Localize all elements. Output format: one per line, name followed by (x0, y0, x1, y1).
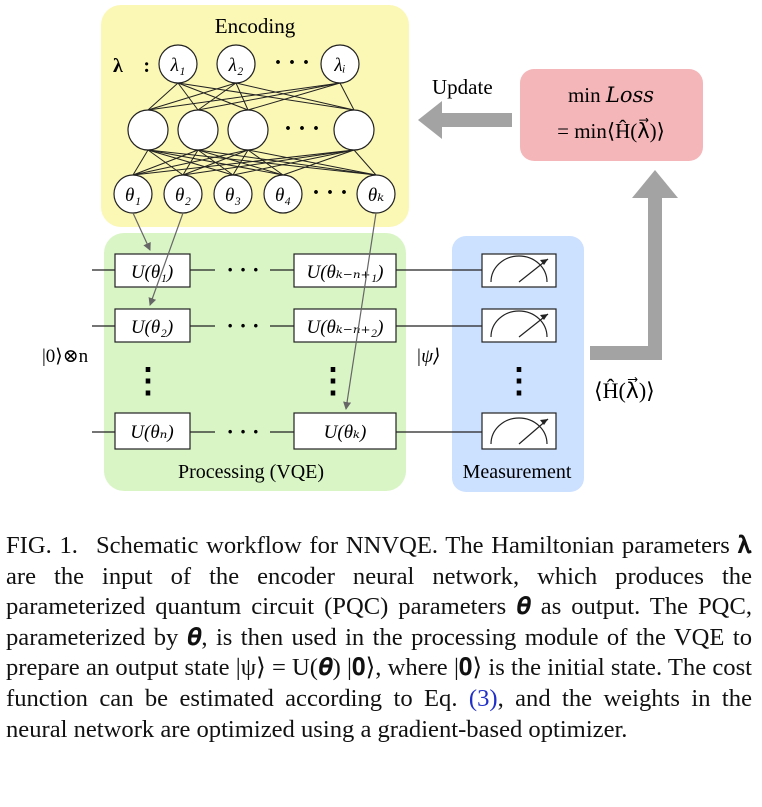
nn-hidden-layer: · · · (127, 109, 375, 151)
output-node-label: θ₁ (125, 185, 141, 206)
output-node-label: θ₄ (275, 185, 291, 206)
caption-text-end: , and the weights in the neural network … (6, 684, 752, 743)
output-node-label: θ₃ (225, 185, 241, 206)
vertical-dots: ⋮ (316, 363, 350, 400)
gate-box (293, 253, 397, 288)
nn-edge (147, 82, 237, 111)
gates-right: U(θₖ₋ₙ₊₁) U(θₖ₋ₙ₊₂) U(θₖ) (293, 253, 397, 450)
nn-edge (247, 82, 341, 111)
gate-box (293, 412, 397, 450)
meter-icon (481, 253, 557, 288)
nn-edge (353, 149, 377, 176)
encoding-title: Encoding (215, 14, 296, 38)
measurement-title: Measurement (463, 461, 572, 483)
initial-state-label: |0⟩⊗n (42, 346, 89, 367)
nn-edge (232, 149, 355, 176)
hidden-dots: · · · (284, 116, 320, 142)
gate-label: U(θ₂) (131, 317, 173, 338)
nn-output-layer: θ₁ θ₂ θ₃ θ₄ · · · θₖ (113, 174, 396, 214)
meter-icon (481, 308, 557, 343)
hidden-node (333, 109, 375, 151)
nn-edge (147, 82, 341, 111)
input-node (158, 44, 198, 84)
update-label: Update (432, 75, 493, 99)
nn-edge (177, 82, 355, 111)
caption-label: FIG. 1. (6, 532, 78, 559)
vertical-dots: ⋮ (131, 363, 165, 400)
nn-edge (197, 82, 237, 111)
nn-edge (132, 149, 149, 176)
nn-edge (132, 149, 355, 176)
caption-text: Schematic workflow for NNVQE. The Hamilt… (6, 532, 752, 712)
gate-label: U(θₖ₋ₙ₊₂) (306, 317, 383, 338)
nn-edge (339, 82, 355, 111)
equation-reference-link[interactable]: (3) (468, 684, 498, 712)
theta-to-gate-arrows (132, 212, 377, 410)
input-node (216, 44, 256, 84)
meter-icon (481, 412, 557, 450)
workflow-figure: Encoding λ⃗ : λ₁ λ₂ · · · λᵢ · · · θ₁ θ₂… (42, 5, 703, 492)
processing-title: Processing (VQE) (178, 461, 324, 483)
input-node-label: λᵢ (333, 55, 345, 76)
nn-edge (132, 149, 249, 176)
nn-edge (177, 82, 249, 111)
gate-box (293, 308, 397, 343)
loss-line-1: min 𝐿𝑜𝑠𝑠 (568, 83, 654, 107)
gate-label: U(θₖ₋ₙ₊₁) (306, 262, 383, 283)
measurement-meters (481, 253, 557, 450)
nn-input-layer: λ₁ λ₂ · · · λᵢ (158, 44, 360, 84)
loss-line-2: = min⟨Ĥ(λ⃗)⟩ (557, 118, 665, 143)
input-node (320, 44, 360, 84)
output-node (213, 174, 253, 214)
gate-box (114, 253, 191, 288)
workflow-diagram: Encoding λ⃗ : λ₁ λ₂ · · · λᵢ · · · θ₁ θ₂… (42, 5, 703, 492)
input-dots: · · · (274, 50, 310, 76)
expectation-flow-arrow (590, 170, 678, 360)
expectation-label: ⟨Ĥ(λ⃗)⟩ (594, 377, 655, 403)
psi-label: |ψ⟩ (416, 346, 440, 367)
wire-dots: · · · (226, 257, 259, 282)
nn-edge (282, 149, 355, 176)
hidden-node (227, 109, 269, 151)
output-node-label: θ₂ (175, 185, 191, 206)
hidden-node (127, 109, 169, 151)
nn-edge (132, 149, 199, 176)
gates-left: U(θ₁) U(θ₂) U(θₙ) (114, 253, 191, 450)
wire-dots: · · · (226, 313, 259, 338)
quantum-wires (92, 269, 482, 433)
nn-edge (147, 82, 179, 111)
hidden-node (177, 109, 219, 151)
gate-label: U(θₖ) (324, 422, 367, 443)
figure-caption: FIG. 1.Schematic workflow for NNVQE. The… (6, 531, 752, 745)
input-node-label: λ₂ (228, 55, 244, 76)
update-arrow (418, 101, 512, 139)
nn-edge (182, 149, 249, 176)
gate-label: U(θₙ) (130, 422, 173, 443)
nn-edge (177, 82, 199, 111)
nn-edge (182, 149, 355, 176)
nn-connections (132, 82, 377, 176)
lambda-label: λ⃗ : (113, 55, 150, 77)
output-dots: · · · (312, 180, 348, 206)
nn-edge (197, 82, 341, 111)
nn-edge (247, 149, 377, 176)
gate-box (114, 308, 191, 343)
gate-box (114, 412, 191, 450)
input-node-label: λ₁ (170, 55, 186, 76)
vertical-dots: ⋮ (502, 363, 536, 400)
output-node (263, 174, 303, 214)
wire-dots: · · · (226, 419, 259, 444)
gate-label: U(θ₁) (131, 262, 173, 283)
output-node-label: θₖ (368, 185, 384, 206)
loss-panel (520, 69, 703, 161)
